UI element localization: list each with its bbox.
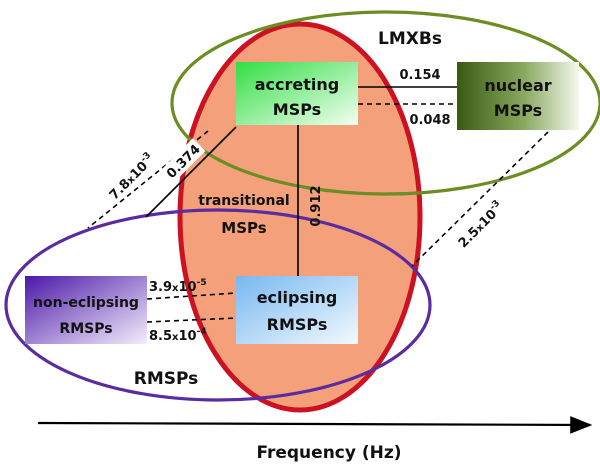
edge-accreting-rmsps-solid <box>145 126 237 218</box>
edge-label-0154: 0.154 <box>399 68 440 83</box>
frequency-axis-arrow <box>37 416 593 434</box>
lmxb-ellipse <box>170 10 600 196</box>
eclipsing-label-1: eclipsing <box>257 288 338 307</box>
rmsps-label: RMSPs <box>134 369 199 389</box>
transitional-label-1: transitional <box>198 193 289 209</box>
frequency-axis-label: Frequency (Hz) <box>256 443 401 463</box>
lmxbs-label: LMXBs <box>378 29 442 49</box>
edge-noneclipsing-eclipsing-top <box>146 292 237 300</box>
transitional-label-2: MSPs <box>221 219 266 237</box>
non-eclipsing-label-1: non-eclipsing <box>33 295 139 311</box>
rmsp-ellipse <box>4 208 432 402</box>
edge-label-85e-4: 8.5x10-4 <box>149 327 207 344</box>
edge-nuclear-rmsps-dashed <box>411 131 549 267</box>
eclipsing-label-2: RMSPs <box>267 315 328 334</box>
edge-label-39e-5: 3.9x10-5 <box>149 278 207 295</box>
accreting-box <box>236 62 358 125</box>
edge-noneclipsing-eclipsing-bottom <box>146 317 237 323</box>
non-eclipsing-box <box>25 276 147 344</box>
edge-label-0048: 0.048 <box>409 113 450 128</box>
edge-label-25e-3: 2.5x10-3 <box>454 198 507 251</box>
eclipsing-box <box>236 276 358 344</box>
edge-label-0912: 0.912 <box>309 185 324 226</box>
nuclear-label-1: nuclear <box>484 76 551 95</box>
accreting-label-1: accreting <box>255 75 339 94</box>
non-eclipsing-label-2: RMSPs <box>59 321 112 337</box>
edge-accreting-rmsps-dashed <box>87 130 209 229</box>
nuclear-label-2: MSPs <box>494 101 542 120</box>
nuclear-box <box>457 62 579 130</box>
accreting-label-2: MSPs <box>273 100 321 119</box>
edge-label-0374-bg <box>160 138 206 184</box>
